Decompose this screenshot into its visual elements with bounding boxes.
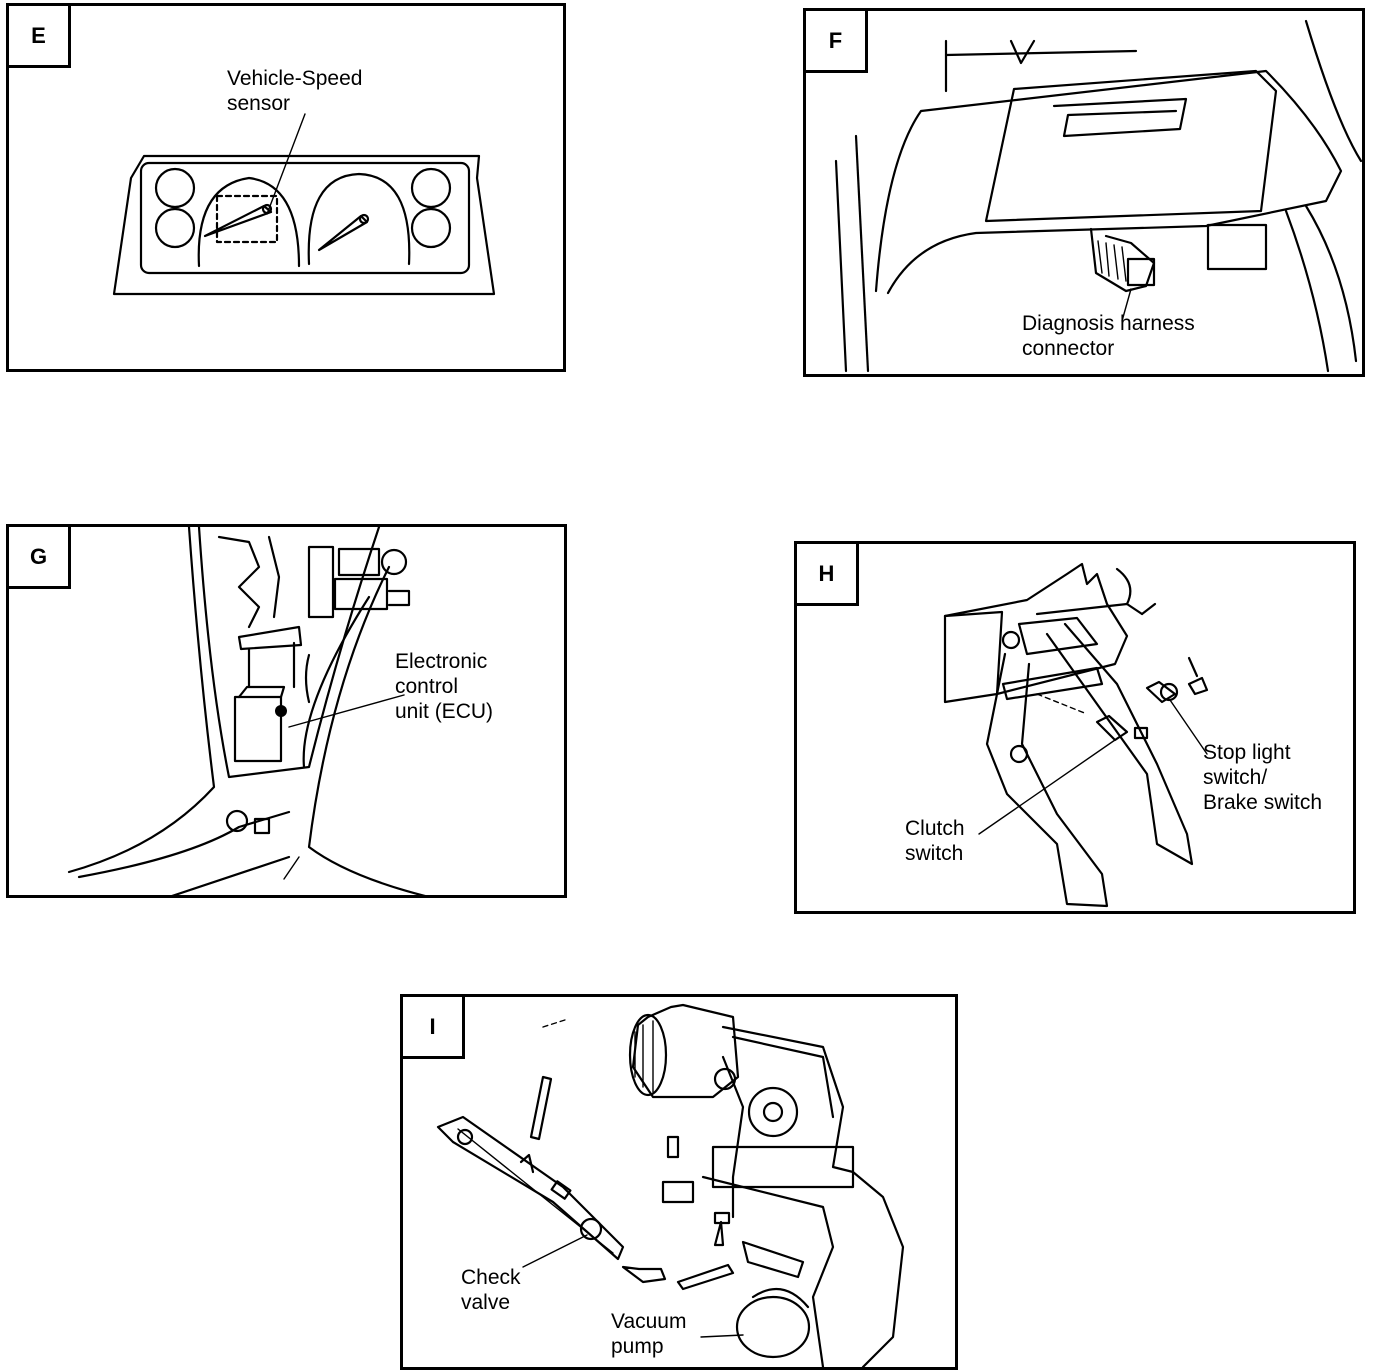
clutch-switch-label: Clutch switch [905, 817, 965, 865]
panel-g: G Electronic control unit (ECU) [6, 524, 567, 898]
panel-e-tag: E [9, 6, 71, 68]
dashboard-underside-illustration [834, 19, 1362, 373]
panel-h: H Stop light switch/ Brake switch Clutch… [794, 541, 1356, 914]
panel-h-tag: H [797, 544, 859, 606]
panel-i-tag: I [403, 997, 465, 1059]
panel-e: E Vehicle-Speed sensor [6, 3, 566, 372]
check-valve-label: Check valve [461, 1266, 521, 1314]
panel-f: F Diagnosis harness connector [803, 8, 1365, 377]
a-pillar-ecu-illustration [67, 527, 426, 895]
panel-i: I Check valve Vacuum pump [400, 994, 958, 1370]
diagnosis-harness-connector-label: Diagnosis harness connector [1022, 312, 1195, 360]
panel-g-tag: G [9, 527, 71, 589]
pedal-assembly-illustration [943, 562, 1209, 908]
stop-light-brake-switch-label: Stop light switch/ Brake switch [1203, 741, 1323, 814]
instrument-cluster-illustration [112, 113, 496, 296]
vacuum-pump-label: Vacuum pump [611, 1310, 687, 1358]
ecu-label: Electronic control unit (ECU) [395, 650, 494, 723]
panel-f-tag: F [806, 11, 868, 73]
vacuum-pump-illustration [436, 1003, 905, 1367]
vehicle-speed-sensor-label: Vehicle-Speed sensor [227, 67, 363, 115]
